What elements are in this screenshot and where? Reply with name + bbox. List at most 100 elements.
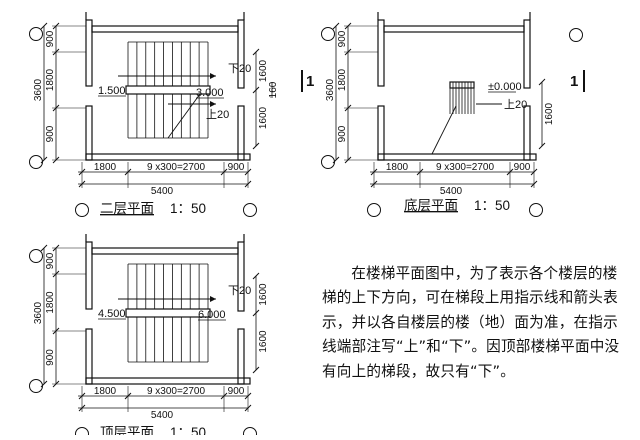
wall-left-lower: [85, 328, 93, 385]
dim-tick: [252, 366, 260, 374]
dim-bottom-0: 1800: [94, 386, 117, 397]
dim-left-total: 3600: [325, 78, 336, 101]
dim-bottom-total: 5400: [440, 186, 463, 197]
wall-left-upper: [85, 241, 93, 310]
axis-bubble-bottom-left: [29, 155, 43, 169]
dim-right-0: 1600: [544, 102, 555, 125]
elevation-left: 4.500: [98, 308, 126, 320]
axis-bubble-top-right: [569, 28, 583, 42]
axis-bubble-top-left: [321, 27, 335, 41]
direction-arrow: [210, 73, 216, 79]
dim-tick: [370, 180, 378, 188]
dim-tick: [40, 380, 48, 388]
elevation-right: 6.000: [198, 309, 226, 321]
stair-flights: [118, 41, 216, 139]
dim-right-1: 1600: [258, 330, 269, 353]
dim-left-2: 900: [45, 349, 56, 366]
dim-tick: [40, 22, 48, 30]
axis-bubble-bottom-b: [529, 203, 543, 217]
plan-scale: 1：50: [170, 425, 206, 435]
wall-right-lower: [237, 105, 245, 161]
wall-right-upper: [237, 19, 245, 89]
handrail: [449, 81, 475, 89]
wall-left-upper: [377, 19, 385, 87]
dim-tick: [538, 142, 546, 150]
axis-bubble-top-left: [29, 27, 43, 41]
dim-tick: [332, 22, 340, 30]
dim-tick: [244, 404, 252, 412]
wall-bottom: [85, 377, 251, 385]
dim-bottom-total: 5400: [151, 186, 174, 197]
wall-right-lower: [237, 328, 245, 385]
break-line: [167, 93, 201, 139]
elevation-right: ±0.000: [488, 81, 522, 93]
axis-bubble-bottom-b: [243, 427, 257, 440]
dim-tick: [252, 142, 260, 150]
dim-tick: [530, 180, 538, 188]
direction-arrow: [210, 101, 216, 107]
dim-left-0: 900: [337, 30, 348, 47]
dim-bottom-1: 9 x300=2700: [436, 162, 495, 173]
plan-scale: 1：50: [170, 201, 206, 216]
dim-tick: [252, 48, 260, 56]
dim-tick: [40, 244, 48, 252]
plan-title: 顶层平面: [100, 425, 154, 435]
stair-flights: [118, 263, 216, 363]
wall-right-lower: [523, 105, 531, 161]
dim-tick: [40, 156, 48, 164]
wall-left-lower: [85, 105, 93, 161]
ground-floor-plan: 900 1800 900 3600 1600 1800 9 x300=2700 900 5400…: [301, 12, 585, 217]
direction-arrow: [210, 296, 216, 302]
wall-left-upper: [85, 19, 93, 87]
plan-scale: 1：50: [474, 198, 510, 213]
dim-right-1: 1600: [258, 106, 269, 129]
dim-bottom-2: 900: [228, 162, 245, 173]
dim-left-1: 1800: [337, 68, 348, 91]
dim-bottom-0: 1800: [386, 162, 409, 173]
note-text: 在楼梯平面图中，为了表示各个楼层的楼梯的上下方向，可在梯段上用指示线和箭头表示，…: [322, 265, 620, 380]
dim-left-total: 3600: [33, 301, 44, 324]
dim-left-1: 1800: [45, 68, 56, 91]
break-line: [431, 105, 457, 155]
wall-bottom: [85, 153, 251, 161]
handrail: [125, 308, 211, 318]
handrail: [125, 85, 211, 95]
axis-bubble-bottom-a: [75, 427, 89, 440]
dim-left-2: 900: [337, 125, 348, 142]
direction-label-down: 下20: [228, 285, 251, 297]
section-mark-left: 1: [306, 73, 314, 90]
axis-bubble-bottom-a: [75, 203, 89, 217]
dim-bottom-2: 900: [514, 162, 531, 173]
wall-top: [383, 25, 525, 33]
dim-tick: [252, 272, 260, 280]
dim-left-1: 1800: [45, 291, 56, 314]
dim-bottom-total: 5400: [151, 410, 174, 421]
axis-bubble-top-left: [29, 249, 43, 263]
dim-left-0: 900: [45, 252, 56, 269]
wall-left-lower: [377, 105, 385, 161]
dim-tick: [244, 180, 252, 188]
axis-bubble-bottom-a: [367, 203, 381, 217]
elevation-left: 1.500: [98, 85, 126, 97]
wall-right-upper: [523, 19, 531, 89]
dim-tick: [78, 180, 86, 188]
section-mark-right: 1: [570, 73, 578, 90]
dim-bottom-0: 1800: [94, 162, 117, 173]
dim-bottom-1: 9 x300=2700: [147, 162, 206, 173]
dim-tick: [538, 78, 546, 86]
dim-tick: [252, 309, 260, 317]
axis-bubble-bottom-b: [243, 203, 257, 217]
wall-bottom: [377, 153, 537, 161]
axis-bubble-bottom-left: [321, 155, 335, 169]
wall-right-upper: [237, 241, 245, 312]
dim-tick: [78, 404, 86, 412]
plan-title: 二层平面: [100, 201, 154, 216]
direction-label-down: 下20: [228, 63, 251, 75]
dim-left-total: 3600: [33, 78, 44, 101]
dim-left-0: 900: [45, 30, 56, 47]
dim-right-0: 1600: [258, 59, 269, 82]
